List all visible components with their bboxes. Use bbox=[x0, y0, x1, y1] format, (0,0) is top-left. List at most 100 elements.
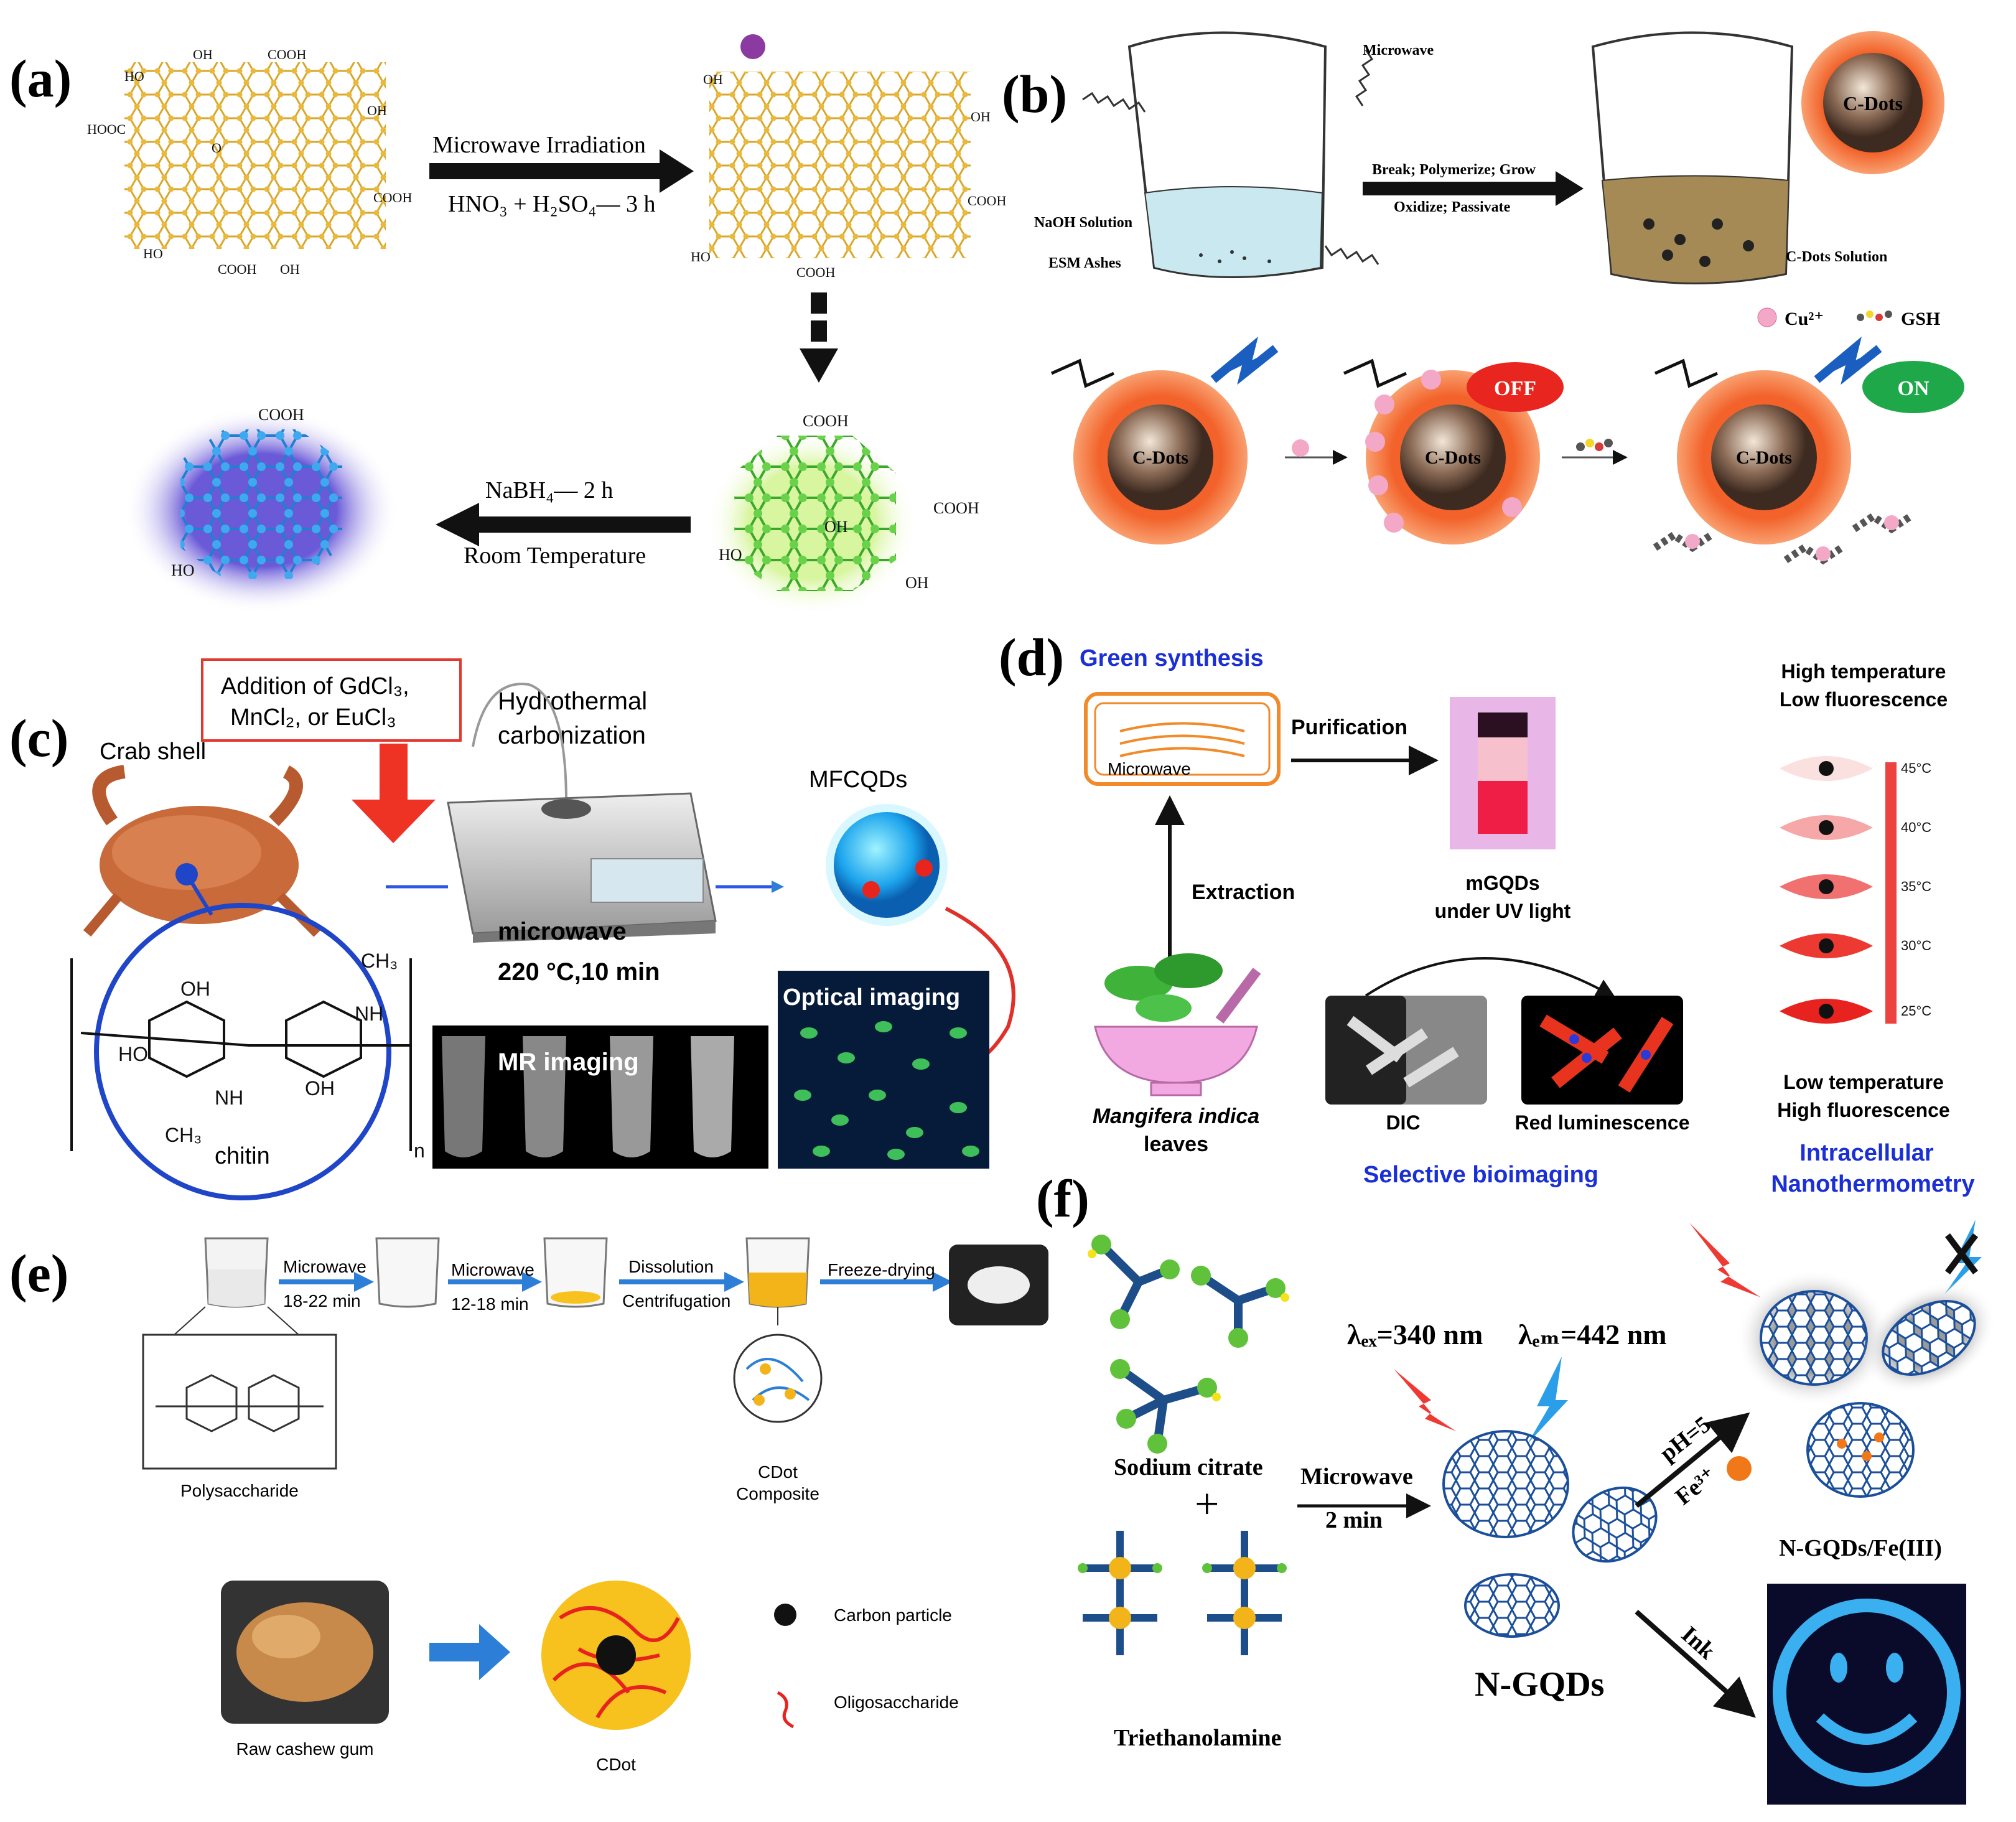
vial-cap bbox=[1478, 712, 1528, 737]
gsh-legend-icon bbox=[1857, 311, 1892, 321]
excitation-bolt-icon-2 bbox=[1689, 1223, 1761, 1297]
chitin-atom-labels: OH HO NH CH₃ CH₃ NH OH n bbox=[118, 950, 425, 1162]
cdot-3 bbox=[1654, 336, 1882, 544]
zoom-line bbox=[174, 1306, 206, 1335]
panel-c-letter: (c) bbox=[9, 708, 68, 768]
smiley-eye bbox=[1886, 1653, 1903, 1683]
microwave-waves bbox=[1119, 722, 1245, 757]
mfcqd-particle bbox=[834, 812, 940, 918]
selective-bioimaging-title: Selective bioimaging bbox=[1363, 1162, 1598, 1188]
esm-label: ESM Ashes bbox=[1048, 255, 1121, 271]
cu-legend-icon bbox=[1757, 307, 1777, 327]
label-oh: OH bbox=[193, 47, 213, 62]
carbon-particle-legend-icon bbox=[774, 1604, 796, 1626]
blue-gqd bbox=[180, 429, 342, 579]
low-temp-line1: Low temperature bbox=[1783, 1071, 1944, 1093]
temp-tick: 45°C bbox=[1901, 760, 1931, 776]
arrow-process-body bbox=[1363, 182, 1562, 195]
mfcqds-label: MFCQDs bbox=[809, 767, 907, 793]
triethanolamine-molecules bbox=[1078, 1531, 1287, 1655]
beaker-e4 bbox=[745, 1237, 810, 1308]
panel-f-letter: (f) bbox=[1036, 1169, 1090, 1228]
microwave-box-inner bbox=[1094, 702, 1271, 776]
label-cooh: COOH bbox=[796, 264, 835, 280]
chitin-ch3: CH₃ bbox=[361, 950, 398, 972]
purification-label: Purification bbox=[1291, 716, 1407, 739]
arrow-microwave-head bbox=[660, 149, 694, 193]
label-ho: HO bbox=[171, 561, 195, 579]
ngqds-fe-label: N-GQDs/Fe(III) bbox=[1779, 1535, 1942, 1561]
label-oh: OH bbox=[905, 574, 929, 592]
graphene-oxide-sheet bbox=[124, 62, 386, 249]
label-o: O bbox=[212, 140, 222, 156]
high-temp-line1: High temperature bbox=[1781, 660, 1946, 683]
cdots-solution-label: C-Dots Solution bbox=[1786, 249, 1887, 265]
lambda-ex-label: λₑₓ=340 nm bbox=[1347, 1319, 1483, 1350]
ph-label: pH=5 bbox=[1655, 1411, 1716, 1467]
microwave-caption: microwave bbox=[498, 918, 627, 945]
cdot-1 bbox=[1050, 336, 1279, 544]
label-hooc: HOOC bbox=[87, 121, 126, 137]
mortar-leaves bbox=[1094, 953, 1261, 1096]
process-bottom-label: Oxidize; Passivate bbox=[1394, 199, 1511, 215]
cdot-label: CDot bbox=[596, 1755, 636, 1774]
smiley-face bbox=[1773, 1599, 1961, 1787]
white-powder bbox=[968, 1266, 1030, 1304]
off-badge bbox=[1467, 362, 1564, 412]
chitin-label: chitin bbox=[215, 1143, 270, 1169]
label-ho: HO bbox=[719, 546, 742, 564]
temperature-ticks: 45°C 40°C 35°C 30°C 25°C bbox=[1901, 760, 1931, 1019]
beaker-e1 bbox=[204, 1237, 269, 1308]
chitin-nh: NH bbox=[215, 1086, 243, 1109]
mw2-label: Microwave bbox=[451, 1260, 534, 1279]
microwave-box-label: Microwave bbox=[1108, 759, 1191, 778]
emission-bolt-icon bbox=[1528, 1357, 1568, 1444]
metal-dot bbox=[862, 881, 880, 899]
intracellular-line1: Intracellular bbox=[1799, 1140, 1934, 1166]
dic-image-dark bbox=[1325, 996, 1406, 1105]
temp-tick: 35°C bbox=[1901, 879, 1931, 894]
label-cooh: COOH bbox=[268, 47, 306, 62]
crab-image bbox=[83, 765, 321, 937]
microwave-box bbox=[1084, 692, 1281, 786]
vial-solution bbox=[1478, 781, 1528, 834]
label-oh: OH bbox=[703, 72, 723, 87]
down-arrow-dash bbox=[811, 320, 827, 342]
green-gqd-labels: COOH COOH HO OH OH bbox=[719, 412, 979, 592]
arrow-nabh4-body bbox=[473, 516, 691, 533]
ngqd-sheet-3 bbox=[1464, 1573, 1560, 1638]
intracellular-line2: Nanothermometry bbox=[1771, 1171, 1974, 1197]
cdot-zoom-core bbox=[1823, 53, 1923, 152]
step2-top-label: NaBH₄— 2 h bbox=[485, 477, 613, 503]
cashew-gum-piece bbox=[252, 1615, 320, 1658]
panel-c: (c) Addition of GdCl₃, MnCl₂, or EuCl₃ C… bbox=[9, 658, 1015, 1200]
blue-gqd-labels: COOH HO bbox=[171, 406, 304, 579]
fe-arrow bbox=[1635, 1412, 1750, 1508]
crab-marker-line bbox=[185, 873, 213, 916]
step1-bottom-label: HNO₃ + H₂SO₄— 3 h bbox=[448, 191, 656, 217]
red-luminescence-label: Red luminescence bbox=[1515, 1111, 1690, 1134]
down-arrow-head bbox=[800, 348, 838, 383]
cdot-2-label: C-Dots bbox=[1425, 447, 1481, 468]
panel-d-letter: (d) bbox=[999, 627, 1064, 687]
red-down-arrow bbox=[352, 744, 436, 843]
gsh-cu-complexes bbox=[1653, 512, 1913, 565]
mw1-label: Microwave bbox=[283, 1257, 366, 1276]
plus-sign: + bbox=[1195, 1480, 1219, 1528]
composite-circle bbox=[733, 1334, 823, 1423]
label-cooh: COOH bbox=[373, 190, 412, 205]
fe-bound bbox=[1874, 1432, 1884, 1442]
ink-label: Ink bbox=[1676, 1621, 1720, 1665]
panel-b: (b) Microwave NaOH Solution ESM Ashes Br… bbox=[1002, 31, 1964, 565]
label-oh: OH bbox=[971, 109, 991, 124]
low-temp-line2: High fluorescence bbox=[1777, 1099, 1949, 1121]
ngqd-sheet-2 bbox=[1572, 1486, 1658, 1563]
cu-legend-label: Cu²⁺ bbox=[1785, 309, 1824, 329]
t1-label: 18-22 min bbox=[283, 1291, 361, 1310]
microwave-label-f: Microwave bbox=[1300, 1464, 1413, 1490]
arrow-process-head bbox=[1556, 171, 1584, 206]
panel-a-letter: (a) bbox=[9, 49, 72, 108]
mr-imaging-label: MR imaging bbox=[498, 1049, 639, 1076]
ngqd-sheet-1 bbox=[1442, 1430, 1569, 1538]
citrate-oxygen-atoms bbox=[1091, 1235, 1286, 1454]
